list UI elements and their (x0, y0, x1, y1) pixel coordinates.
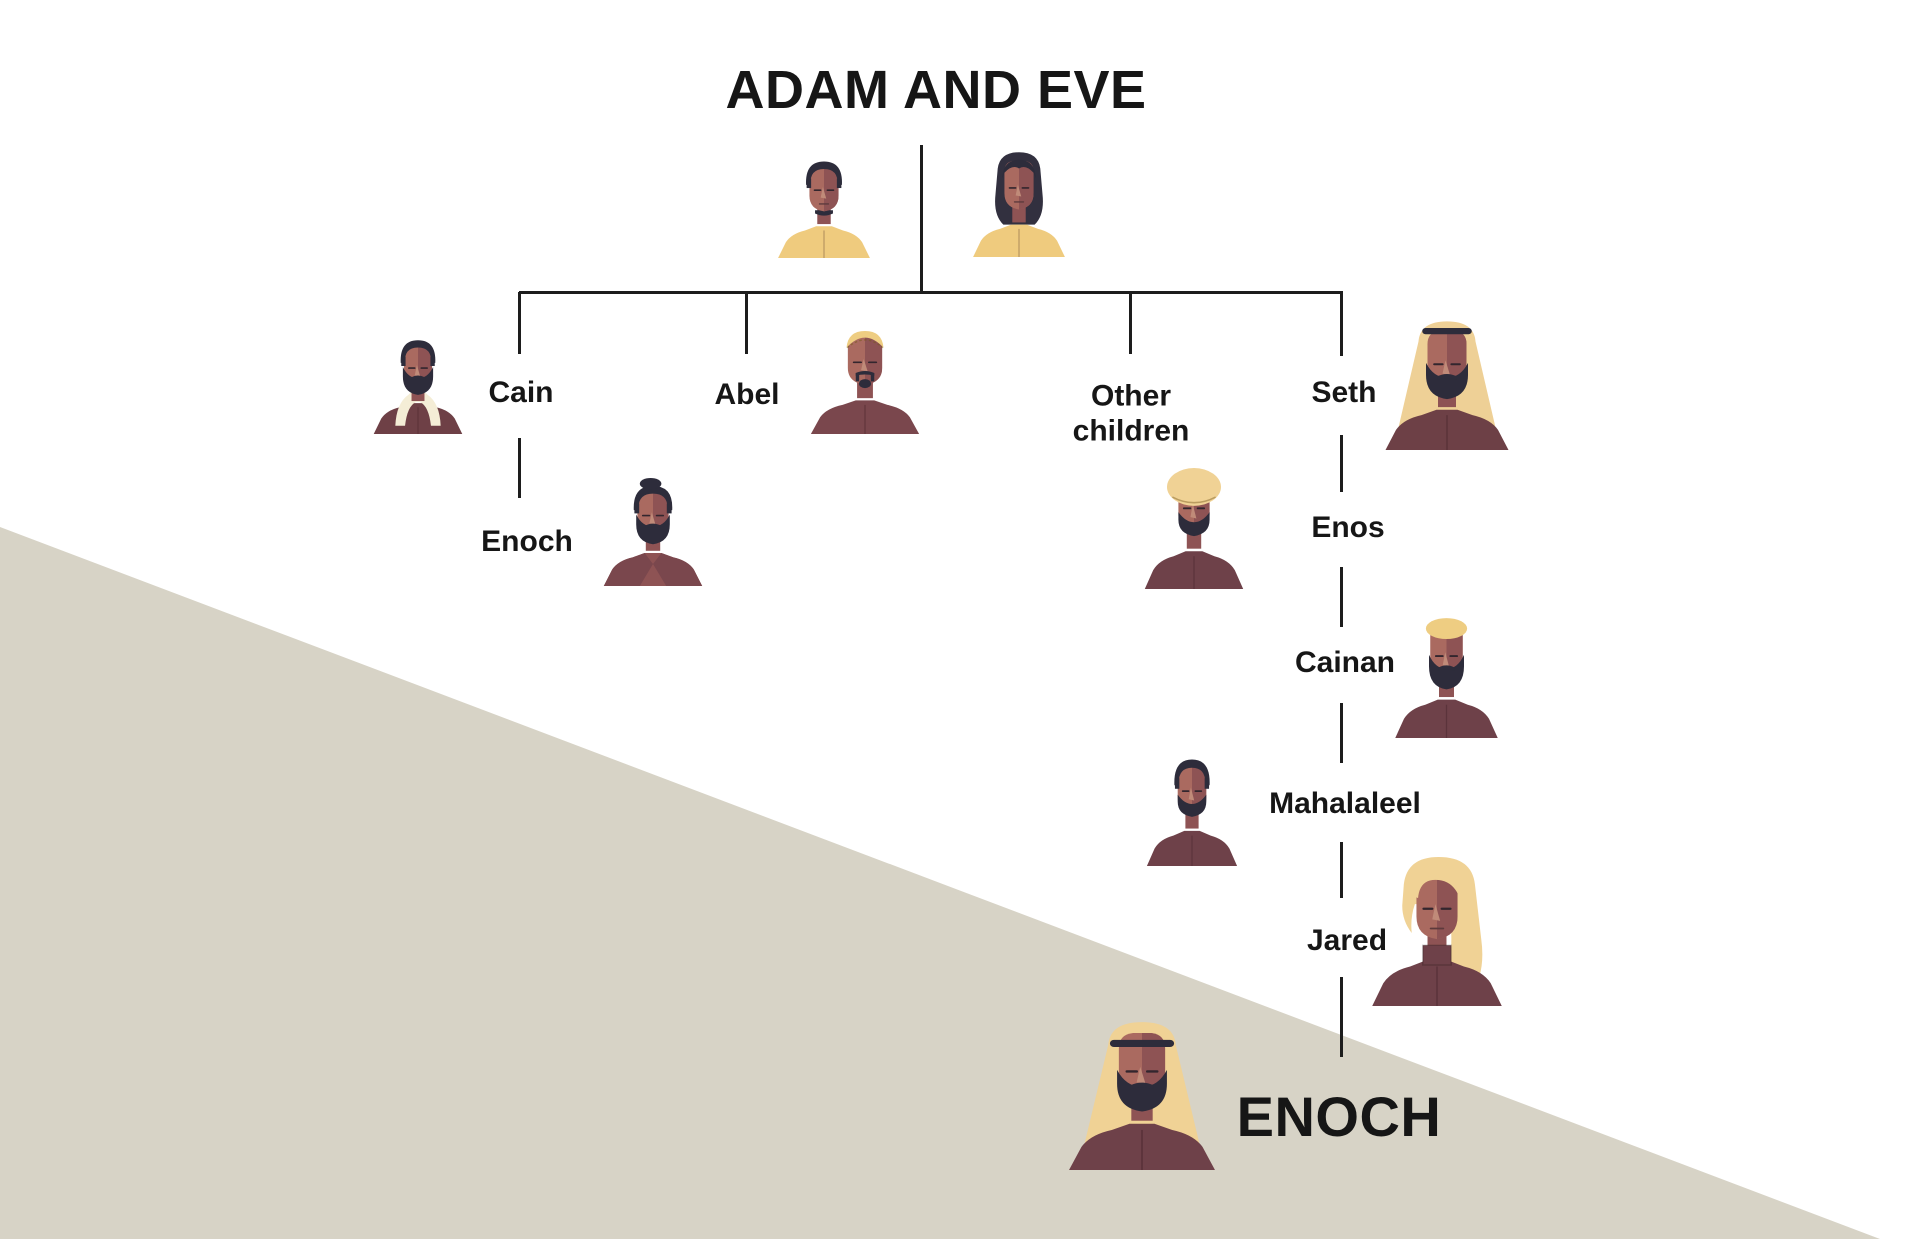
tree-line-drop-seth (1340, 292, 1343, 356)
node-label-abel: Abel (714, 377, 780, 411)
tree-line-parents-stub (920, 145, 923, 292)
avatar-abel (799, 322, 931, 434)
node-label-mahalaleel: Mahalaleel (1269, 786, 1421, 820)
avatar-eve (963, 149, 1075, 257)
node-label-jared: Jared (1306, 923, 1388, 957)
avatar-enoch (1053, 1016, 1231, 1170)
avatar-seth (1372, 316, 1522, 450)
tree-line-seth-to-enos (1340, 435, 1343, 492)
avatar-cainan (1384, 610, 1509, 738)
node-label-enoch-son-of-cain: Enoch (481, 524, 573, 558)
tree-line-children-branch (519, 291, 1343, 294)
avatar-mahalaleel (1137, 749, 1247, 866)
tree-line-drop-cain (518, 292, 521, 354)
tree-line-cainan-to-mahalaleel (1340, 703, 1343, 763)
tree-line-mahalaleel-to-jared (1340, 842, 1343, 898)
node-label-enoch: ENOCH (1236, 1084, 1442, 1148)
node-label-cainan: Cainan (1294, 645, 1396, 679)
tree-line-drop-other-children (1129, 292, 1132, 354)
tree-line-enos-to-cainan (1340, 567, 1343, 627)
tree-line-cain-to-enoch (518, 438, 521, 498)
avatar-other-children (1134, 463, 1254, 589)
tree-line-jared-to-enoch (1340, 977, 1343, 1057)
avatar-adam (768, 152, 880, 258)
node-label-seth: Seth (1311, 375, 1377, 409)
avatar-enoch-son-of-cain (593, 476, 713, 586)
node-label-enos: Enos (1311, 510, 1385, 544)
avatar-cain (364, 331, 472, 434)
avatar-jared (1358, 854, 1516, 1006)
node-label-cain: Cain (488, 375, 554, 409)
node-label-other-children: Other children (1072, 379, 1190, 448)
tree-line-drop-abel (745, 292, 748, 354)
page-title: ADAM AND EVE (725, 59, 1147, 120)
